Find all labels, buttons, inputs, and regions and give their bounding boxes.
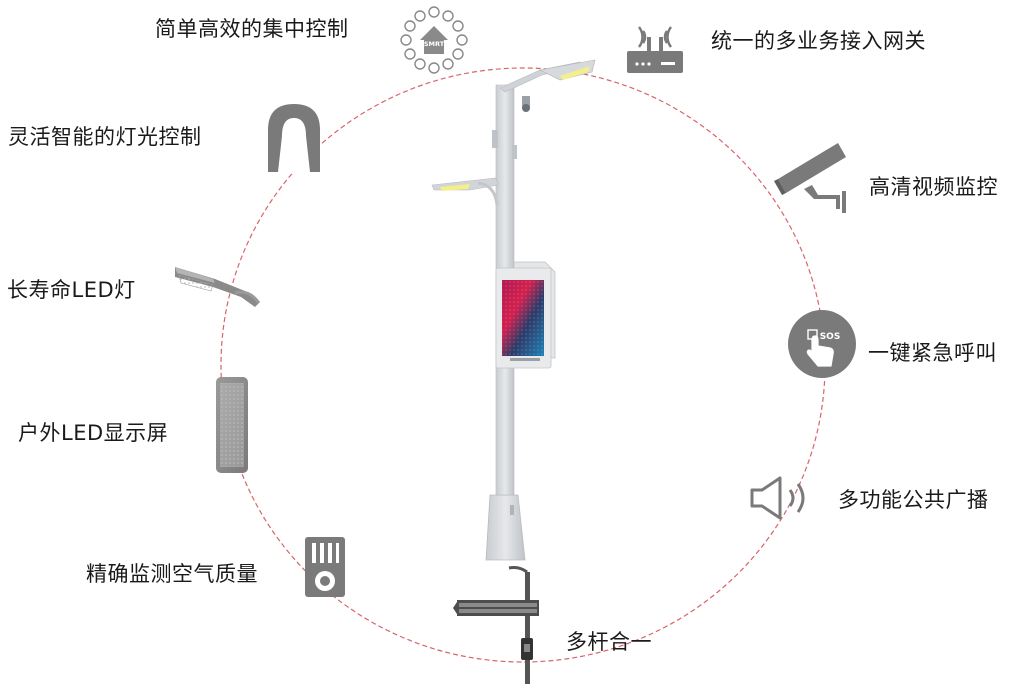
smart-home-icon: SMRT: [400, 6, 468, 74]
label-video-surveillance: 高清视频监控: [869, 175, 998, 199]
air-sensor-icon: [305, 537, 345, 597]
smart-pole-illustration: [431, 59, 596, 561]
router-icon: [627, 26, 683, 73]
label-led-lamp: 长寿命LED灯: [7, 278, 136, 302]
label-multi-pole: 多杆合一: [566, 630, 652, 654]
smart-home-text: SMRT: [424, 40, 445, 48]
label-led-display: 户外LED显示屏: [18, 421, 169, 445]
speaker-icon: [750, 476, 805, 520]
label-sos-call: 一键紧急呼叫: [868, 341, 997, 365]
tunnel-icon: [268, 104, 320, 172]
label-central-control: 简单高效的集中控制: [155, 17, 349, 41]
sos-text: SOS: [820, 332, 841, 342]
label-gateway: 统一的多业务接入网关: [711, 29, 926, 53]
label-lighting-control: 灵活智能的灯光控制: [8, 125, 202, 149]
sos-button-icon: SOS: [788, 310, 856, 378]
display-screen-icon: [216, 377, 248, 473]
label-broadcast: 多功能公共广播: [838, 488, 989, 512]
street-lamp-icon: [175, 267, 261, 307]
signpost-pole-icon: [453, 566, 539, 684]
label-air-quality: 精确监测空气质量: [86, 562, 258, 586]
camera-icon: [774, 143, 846, 213]
